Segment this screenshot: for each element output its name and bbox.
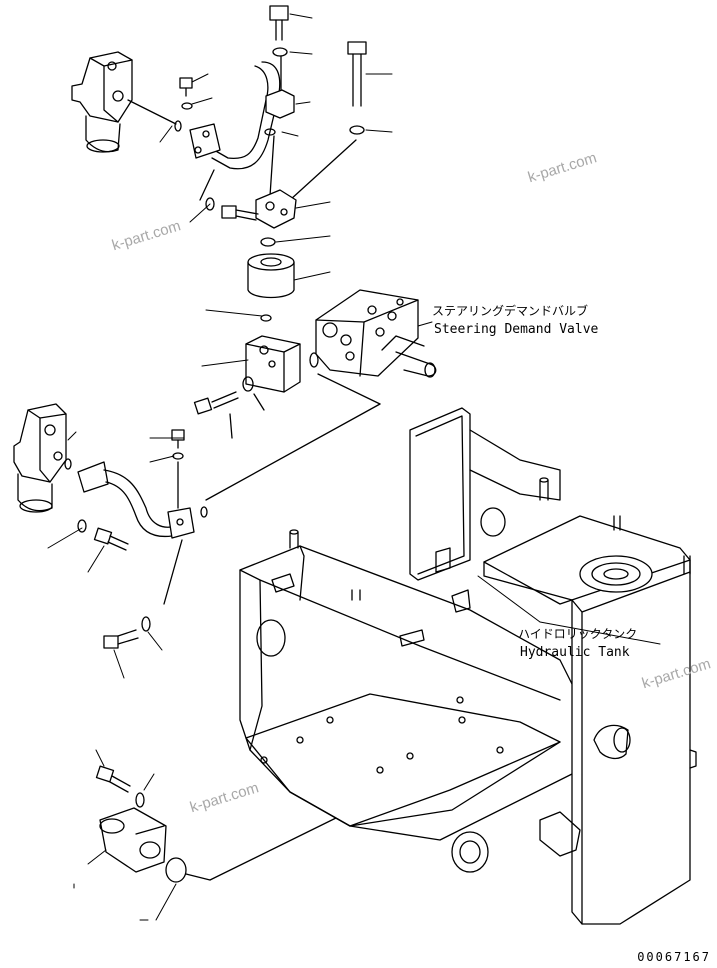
steering-demand-valve-label-jp: ステアリングデマンドバルブ	[432, 304, 589, 318]
spacer-cylinder	[247, 253, 295, 299]
bolt-lower-2	[103, 629, 139, 649]
manifold-block	[245, 335, 301, 393]
main-frame	[239, 407, 581, 841]
hydraulic-tank-label-en: Hydraulic Tank	[520, 645, 630, 660]
oring-1	[181, 102, 193, 110]
oring-3	[264, 128, 276, 136]
diagram-number: 00067167	[637, 950, 711, 964]
bolt-small-2	[171, 429, 185, 449]
long-bolt	[347, 41, 367, 107]
steering-tube-lower	[77, 461, 195, 539]
clamp	[265, 89, 295, 119]
bolt-top	[269, 5, 289, 41]
oring-6	[64, 458, 72, 470]
oring-bottom	[165, 857, 187, 883]
oring-8	[200, 506, 208, 518]
steering-unit-lower	[13, 403, 67, 513]
washer-bottom	[135, 792, 145, 808]
washer-lower	[77, 519, 87, 533]
washer-top	[272, 47, 288, 57]
washer-block	[242, 376, 254, 392]
elbow-fitting	[99, 807, 167, 873]
bolt-small-1	[179, 77, 193, 97]
washer-lower-2	[141, 616, 151, 632]
steering-tube-upper	[189, 61, 281, 170]
washer-mid	[205, 197, 215, 211]
bolt-flange	[221, 205, 259, 221]
hydraulic-tank	[451, 515, 697, 925]
steering-demand-valve-label-en: Steering Demand Valve	[434, 322, 599, 337]
oring-2	[174, 120, 182, 132]
hydraulic-tank-label-jp: ハイドロリックタンク	[518, 627, 638, 641]
steering-demand-valve	[315, 289, 437, 378]
oring-valve	[309, 352, 319, 368]
bolt-lower-1	[93, 527, 129, 551]
leader-lines	[47, 13, 661, 921]
bolt-block	[193, 391, 239, 415]
oring-5	[260, 314, 272, 322]
flange-block	[255, 189, 297, 229]
oring-4	[260, 237, 276, 247]
washer-long	[349, 125, 365, 135]
bolt-bottom	[95, 765, 131, 793]
steering-unit-top	[71, 51, 133, 153]
